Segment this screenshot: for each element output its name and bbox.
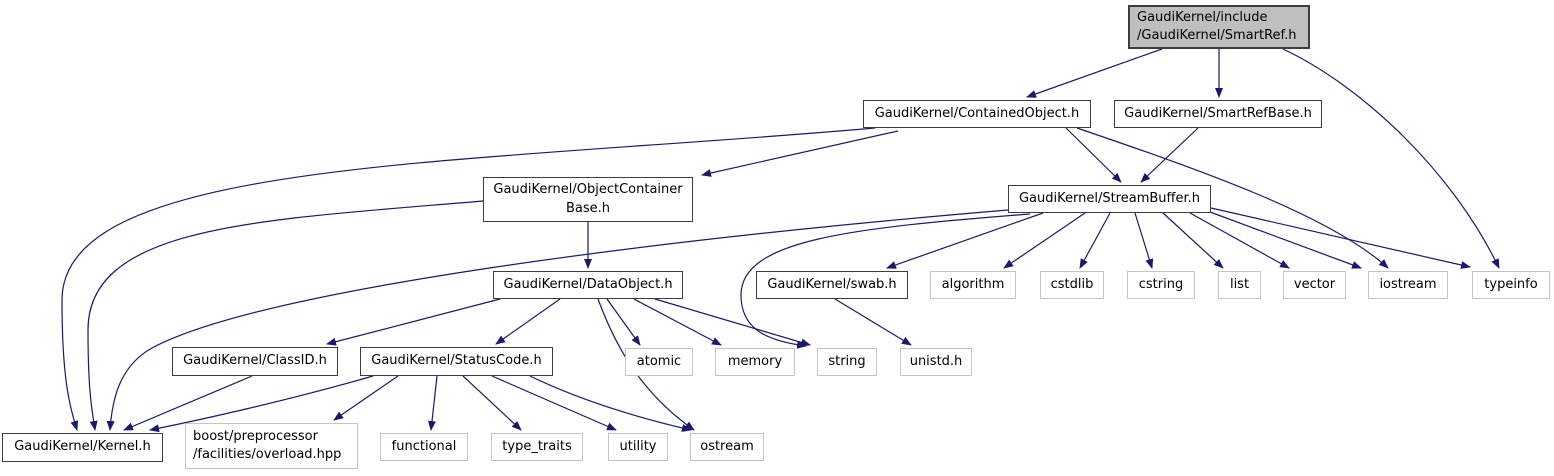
- node-list: list: [1218, 271, 1261, 299]
- node-algorithm: algorithm: [930, 271, 1016, 299]
- node-classid[interactable]: GaudiKernel/ClassID.h: [172, 347, 338, 376]
- node-objectcontainerbase[interactable]: GaudiKernel/ObjectContainer Base.h: [483, 177, 693, 222]
- edge-dataobject-to-string: [654, 298, 811, 347]
- edge-streambuffer-to-kernel: [106, 209, 1009, 431]
- node-functional: functional: [380, 433, 468, 461]
- edge-streambuffer-to-iostream: [1209, 211, 1362, 269]
- node-kernel[interactable]: GaudiKernel/Kernel.h: [2, 433, 163, 462]
- node-vector: vector: [1283, 271, 1346, 299]
- edge-dataobject-to-memory: [633, 298, 722, 346]
- edge-streambuffer-to-cstdlib: [1079, 212, 1111, 269]
- edge-statuscode-to-boost_overload: [333, 375, 399, 421]
- node-cstdlib: cstdlib: [1040, 271, 1104, 299]
- node-atomic: atomic: [625, 348, 693, 376]
- node-smartrefbase[interactable]: GaudiKernel/SmartRefBase.h: [1114, 100, 1322, 128]
- edge-dataobject-to-classid: [326, 298, 501, 346]
- edge-streambuffer-to-list: [1162, 212, 1224, 269]
- edge-objectcontainerbase-to-kernel: [87, 200, 484, 431]
- edge-statuscode-to-type_traits: [462, 375, 522, 431]
- edge-smartrefbase-to-streambuffer: [1140, 127, 1199, 183]
- edge-statuscode-to-kernel: [149, 375, 374, 433]
- edge-streambuffer-to-string: [740, 213, 1031, 349]
- node-swab[interactable]: GaudiKernel/swab.h: [756, 271, 908, 299]
- edge-dataobject-to-atomic: [606, 298, 641, 346]
- edge-containedobject-to-objectcontainerbase: [701, 130, 899, 177]
- edge-containedobject-to-iostream: [1076, 127, 1389, 269]
- edge-classid-to-kernel: [123, 375, 253, 431]
- edge-streambuffer-to-swab: [886, 212, 1044, 269]
- edge-smartref_via_containedobject-to-kernel: [61, 127, 876, 431]
- edge-statuscode-to-functional: [428, 375, 438, 431]
- node-containedobject[interactable]: GaudiKernel/ContainedObject.h: [863, 100, 1091, 128]
- node-memory: memory: [715, 348, 795, 376]
- edge-statuscode-to-ostream: [529, 375, 692, 432]
- edge-streambuffer-to-vector: [1189, 212, 1290, 269]
- edge-containedobject-to-streambuffer: [1065, 127, 1122, 183]
- edge-streambuffer-to-cstring: [1134, 212, 1154, 269]
- node-utility: utility: [608, 433, 668, 461]
- edge-smartref-to-typeinfo: [1282, 48, 1500, 269]
- node-statuscode[interactable]: GaudiKernel/StatusCode.h: [360, 347, 553, 376]
- edge-dataobject-to-statuscode: [495, 298, 561, 345]
- node-streambuffer[interactable]: GaudiKernel/StreamBuffer.h: [1008, 185, 1211, 213]
- edge-streambuffer-to-typeinfo: [1210, 207, 1471, 269]
- node-iostream: iostream: [1368, 271, 1448, 299]
- node-smartref: GaudiKernel/include /GaudiKernel/SmartRe…: [1128, 5, 1310, 49]
- edge-smartref-to-containedobject: [1026, 48, 1163, 98]
- node-string: string: [817, 348, 877, 376]
- node-dataobject[interactable]: GaudiKernel/DataObject.h: [493, 271, 683, 299]
- node-typeinfo: typeinfo: [1472, 271, 1550, 299]
- node-boost_overload: boost/preprocessor /facilities/overload.…: [185, 423, 358, 469]
- edge-streambuffer-to-algorithm: [1003, 212, 1086, 269]
- node-unistd: unistd.h: [900, 348, 972, 376]
- node-cstring: cstring: [1127, 271, 1195, 299]
- node-ostream: ostream: [690, 433, 764, 461]
- edge-swab-to-unistd: [834, 298, 912, 346]
- node-type_traits: type_traits: [491, 433, 583, 461]
- edge-statuscode-to-utility: [491, 375, 617, 431]
